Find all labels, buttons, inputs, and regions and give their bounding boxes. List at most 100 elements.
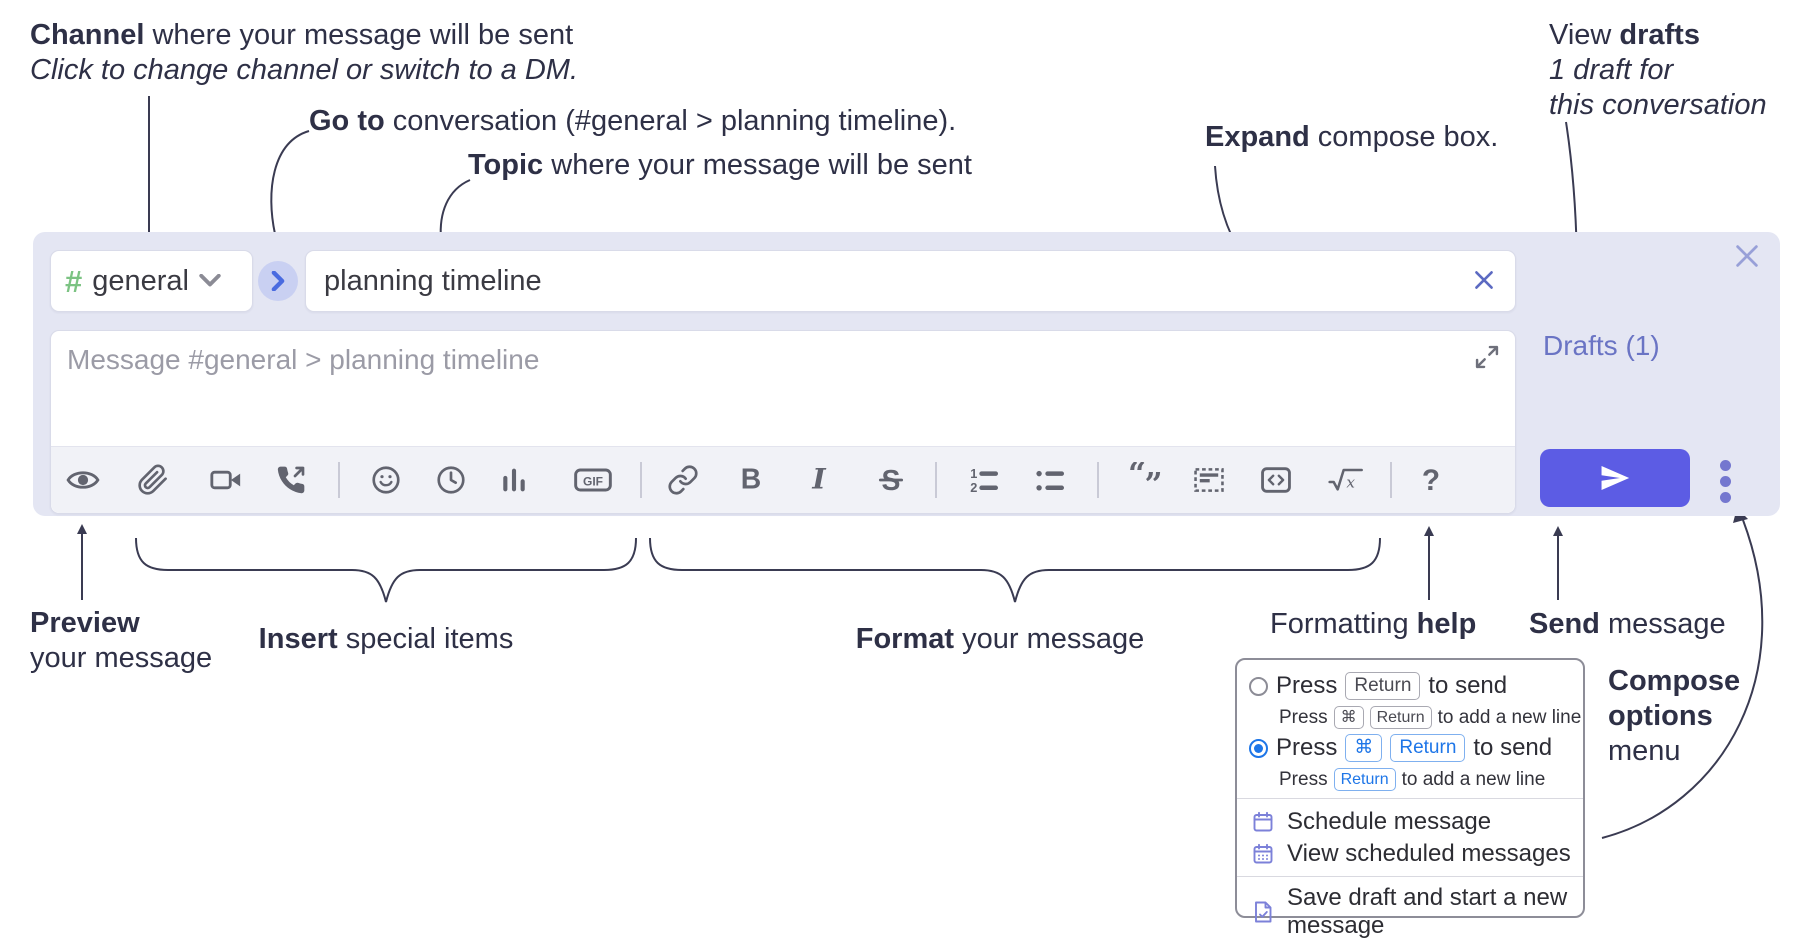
insert-annotation: Insert special items [216,622,556,657]
bold-icon: B [741,464,761,496]
compose-options-line1: Compose [1608,665,1741,697]
insert-link-button[interactable] [661,458,705,502]
svg-text:”: ” [1145,466,1163,498]
add-global-time-button[interactable] [429,458,473,502]
popup-divider [1237,876,1583,877]
math-button[interactable]: x [1323,458,1367,502]
topic-input[interactable]: planning timeline [305,250,1516,312]
format-annotation: Format your message [830,622,1170,657]
option1-press: Press [1276,672,1338,699]
format-annotation-rest: your message [954,623,1145,655]
send-option-enter[interactable]: Press Return to send [1249,672,1507,700]
emoji-button[interactable] [364,458,408,502]
radio-selected-icon[interactable] [1249,738,1268,758]
return-key: Return [1333,768,1396,791]
goto-annotation-rest: conversation (#general > planning timeli… [384,105,957,137]
save-draft-label: Save draft and start a new message [1287,884,1568,939]
formatting-help-button[interactable]: ? [1409,458,1453,502]
video-call-button[interactable] [204,458,248,502]
send-annotation-rest: message [1599,608,1726,640]
quote-icon: “ ” [1128,462,1163,498]
send-option-enter-subtitle: Press ⌘ Return to add a new line [1279,706,1581,729]
go-to-conversation-button[interactable] [258,261,298,301]
preview-button[interactable] [61,458,105,502]
toolbar-divider [338,462,340,498]
svg-text:B: B [741,464,761,496]
send-option-cmd-enter-subtitle: Press Return to add a new line [1279,768,1545,791]
option2-press: Press [1276,734,1338,761]
expand-compose-button[interactable] [1471,342,1503,374]
insert-annotation-bold: Insert [258,623,338,655]
video-camera-icon [210,470,241,490]
close-compose-button[interactable] [1729,239,1765,275]
formatting-help-annotation: Formatting help [1270,607,1476,642]
italic-button[interactable]: I [797,458,841,502]
popup-divider [1237,798,1583,799]
attach-file-button[interactable] [131,458,175,502]
clear-topic-button[interactable] [1471,267,1497,296]
spoiler-button[interactable] [1187,458,1231,502]
view-scheduled-messages-item[interactable]: View scheduled messages [1251,840,1571,868]
message-input[interactable]: Message #general > planning timeline [50,330,1516,514]
preview-annotation: Preview your message [30,606,212,676]
return-key: Return [1369,706,1432,729]
dot-icon [1719,475,1731,487]
topic-annotation-bold: Topic [468,149,544,181]
italic-icon: I [811,463,826,496]
format-annotation-bold: Format [855,623,955,655]
message-placeholder: Message #general > planning timeline [67,344,540,375]
toolbar-divider [1390,462,1392,498]
preview-annotation-bold: Preview [30,607,140,639]
send-option-cmd-enter[interactable]: Press ⌘ Return to send [1249,734,1552,762]
gif-icon: GIF [574,468,612,492]
insert-brace [135,537,637,603]
view-scheduled-messages-label: View scheduled messages [1287,840,1571,867]
channel-annotation-subtitle: Click to change channel or switch to a D… [30,54,579,86]
draft-file-check-icon [1255,901,1272,923]
close-icon [1475,270,1493,289]
toolbar-divider [935,462,937,498]
goto-annotation-bold: Go to [309,105,385,137]
cmd-key: ⌘ [1345,734,1383,762]
code-button[interactable] [1254,458,1298,502]
question-mark-icon: ? [1422,464,1440,497]
view-drafts-line3: this conversation [1549,89,1767,121]
chevron-right-icon [271,271,285,291]
preview-arrowhead [77,524,87,534]
svg-text:I: I [811,463,826,496]
expand-annotation-rest: compose box. [1309,121,1499,153]
strikethrough-button[interactable]: S [869,458,913,502]
expand-diagonal-icon [1475,345,1499,368]
toolbar-divider [1097,462,1099,498]
math-sqrt-icon: x [1328,468,1363,491]
bold-button[interactable]: B [729,458,773,502]
add-gif-button[interactable]: GIF [571,458,615,502]
radio-unselected-icon[interactable] [1249,676,1268,696]
bulleted-list-button[interactable] [1027,458,1071,502]
compose-options-menu-button[interactable] [1711,456,1739,506]
numbered-list-button[interactable]: 1 2 [961,458,1005,502]
dot-icon [1719,459,1731,471]
link-icon [668,465,698,495]
send-button[interactable] [1540,449,1690,507]
compose-options-popup: Press Return to send Press ⌘ Return to a… [1235,658,1585,939]
schedule-message-item[interactable]: Schedule message [1251,808,1491,836]
svg-text:1: 1 [970,466,977,481]
format-brace [649,537,1381,603]
spoiler-icon [1194,468,1224,492]
formatting-help-pre: Formatting [1270,608,1417,640]
close-icon [1736,244,1758,267]
save-draft-item[interactable]: Save draft and start a new message [1251,884,1583,940]
eye-icon [66,471,100,489]
cmd-key: ⌘ [1333,706,1364,729]
channel-selector[interactable]: # general [50,250,253,312]
quote-button[interactable]: “ ” [1124,458,1168,502]
voice-call-button[interactable] [269,458,313,502]
smiley-icon [372,466,400,494]
drafts-link[interactable]: Drafts (1) [1543,330,1660,361]
add-poll-button[interactable] [492,458,536,502]
view-drafts-bold: drafts [1619,19,1700,51]
formatting-help-bold: help [1416,608,1477,640]
svg-text:x: x [1346,473,1355,491]
expand-annotation-bold: Expand [1205,121,1310,153]
